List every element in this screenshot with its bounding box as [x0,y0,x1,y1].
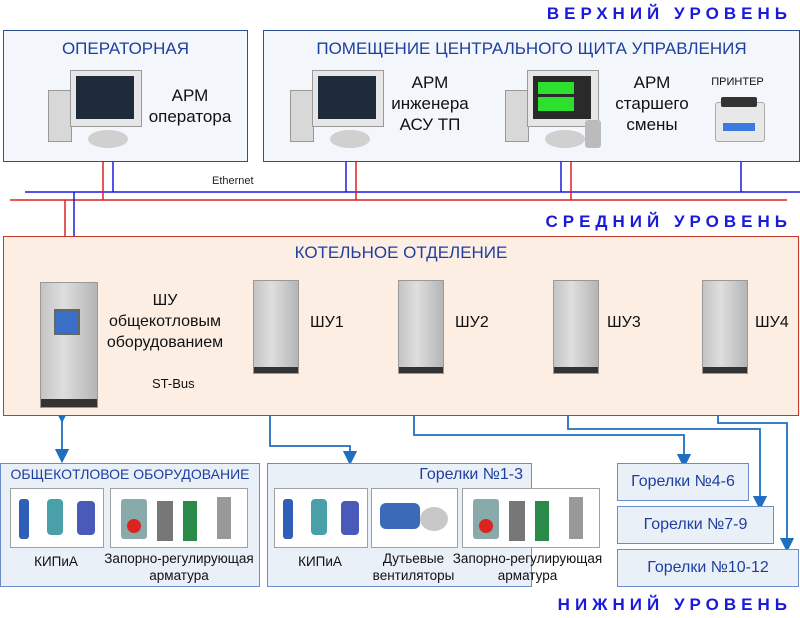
common-equipment-title: ОБЩЕКОТЛОВОЕ ОБОРУДОВАНИЕ [10,466,250,482]
cabinet-3-label: ШУ3 [607,314,641,331]
ethernet-label: Ethernet [212,175,254,187]
central-room-title: ПОМЕЩЕНИЕ ЦЕНТРАЛЬНОГО ЩИТА УПРАВЛЕНИЯ [316,39,747,58]
valves-picture [110,488,248,548]
boiler-room-title: КОТЕЛЬНОЕ ОТДЕЛЕНИЕ [294,243,508,262]
cabinet-3[interactable] [553,280,599,374]
burners-valves-picture [462,488,600,548]
cabinet-2[interactable] [398,280,444,374]
printer-label: ПРИНТЕР [711,76,764,88]
main-cabinet-label: ШУ общекотловым оборудованием [106,292,224,351]
burners-valves-label: Запорно-регулирующая арматура [452,551,603,583]
valves-label: Запорно-регулирующая арматура [104,551,254,583]
instrumentation-picture [10,488,104,548]
engineer-workstation-label: АРМ инженера АСУ ТП [391,73,469,134]
burners-instrumentation-label: КИПиА [298,554,342,569]
level-top-label: ВЕРХНИЙ УРОВЕНЬ [546,4,792,23]
cabinet-1-label: ШУ1 [310,314,344,331]
instrumentation-label: КИПиА [34,554,78,569]
fans-label: Дутьевые вентиляторы [372,551,455,583]
burners-4-6-box[interactable]: Горелки №4-6 [617,463,749,501]
cabinet-1[interactable] [253,280,299,374]
cabinet-4[interactable] [702,280,748,374]
shift-workstation-label: АРМ старшего смены [615,73,689,134]
burners-1-3-title: Горелки №1-3 [419,466,523,483]
cabinet-2-label: ШУ2 [455,314,489,331]
fans-picture [371,488,458,548]
level-bottom-label: НИЖНИЙ УРОВЕНЬ [557,595,792,614]
operator-room-title: ОПЕРАТОРНАЯ [61,39,190,58]
level-middle-label: СРЕДНИЙ УРОВЕНЬ [545,212,792,231]
main-cabinet[interactable] [40,282,98,408]
burners-10-12-box[interactable]: Горелки №10-12 [617,549,799,587]
cabinet-touchscreen-icon [54,309,80,335]
shift-computer-icon [505,70,605,152]
printer-icon [715,97,765,142]
operator-workstation-label: АРМ оператора [148,86,232,126]
pda-icon [585,120,601,148]
burners-7-9-box[interactable]: Горелки №7-9 [617,506,774,544]
burners-instrumentation-picture [274,488,368,548]
engineer-computer-icon [290,70,385,152]
operator-computer-icon [48,70,143,152]
stbus-label: ST-Bus [152,376,195,391]
cabinet-4-label: ШУ4 [755,314,789,331]
